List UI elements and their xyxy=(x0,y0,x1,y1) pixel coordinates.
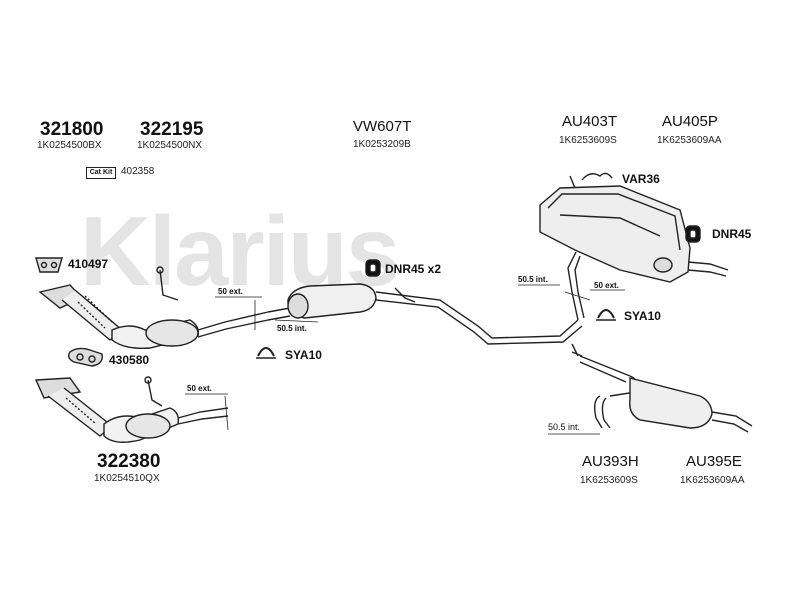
part-number-sya10-left[interactable]: SYA10 xyxy=(285,348,322,362)
oe-ref-au395e: 1K6253609AA xyxy=(680,475,745,486)
part-number-410497[interactable]: 410497 xyxy=(68,257,109,271)
rear-silencer-au403t-drawing[interactable] xyxy=(539,175,729,321)
dimension-lines xyxy=(185,284,625,435)
dnr45-mount-right-drawing[interactable] xyxy=(685,225,701,243)
dimension-505-int-right: 50.5 int. xyxy=(518,275,548,284)
part-number-321800[interactable]: 321800 xyxy=(40,119,104,140)
part-number-dnr45-x2[interactable]: DNR45 x2 xyxy=(385,262,442,276)
part-number-var36[interactable]: VAR36 xyxy=(622,172,660,186)
part-number-322380[interactable]: 322380 xyxy=(97,451,161,472)
oe-ref-322380: 1K0254510QX xyxy=(94,473,160,484)
part-number-430580[interactable]: 430580 xyxy=(109,353,150,367)
part-number-au405p[interactable]: AU405P xyxy=(662,113,718,130)
sya10-clamp-left-drawing[interactable] xyxy=(256,347,276,359)
part-number-au403t[interactable]: AU403T xyxy=(562,113,618,130)
brand-watermark: Klarius xyxy=(80,196,400,306)
rear-silencer-au393h-drawing[interactable] xyxy=(571,343,753,433)
oe-ref-322195: 1K0254500NX xyxy=(137,140,203,151)
part-number-402358[interactable]: 402358 xyxy=(121,166,155,177)
oe-ref-au405p: 1K6253609AA xyxy=(657,135,722,146)
catalytic-converter-lower-drawing[interactable] xyxy=(34,376,229,443)
dimension-50-ext-top: 50 ext. xyxy=(218,287,243,296)
oe-ref-321800: 1K0254500BX xyxy=(37,140,102,151)
oe-ref-au403t: 1K6253609S xyxy=(559,135,617,146)
dimension-505-int-lower: 50.5 int. xyxy=(548,422,581,432)
dnr45-mount-x2-drawing[interactable] xyxy=(365,259,381,277)
middle-silencer-drawing[interactable] xyxy=(267,283,583,345)
gasket-410497-drawing[interactable] xyxy=(35,257,63,273)
part-number-dnr45-right[interactable]: DNR45 xyxy=(712,227,752,241)
part-number-au395e[interactable]: AU395E xyxy=(686,453,742,470)
catalytic-converter-upper-drawing[interactable] xyxy=(111,311,269,350)
cat-kit-badge: Cat Kit xyxy=(86,167,116,179)
var36-clamp-drawing[interactable] xyxy=(581,172,613,181)
dimension-50-ext-lower: 50 ext. xyxy=(187,384,212,393)
part-number-322195[interactable]: 322195 xyxy=(140,119,204,140)
gasket-430580-drawing[interactable] xyxy=(67,347,103,367)
oxygen-sensor-upper-drawing xyxy=(156,266,179,301)
dimension-505-int-mid: 50.5 int. xyxy=(277,324,307,333)
part-number-vw607t[interactable]: VW607T xyxy=(353,118,412,135)
sya10-clamp-right-drawing[interactable] xyxy=(596,309,616,321)
oe-ref-au393h: 1K6253609S xyxy=(580,475,638,486)
part-number-au393h[interactable]: AU393H xyxy=(582,453,639,470)
oe-ref-vw607t: 1K0253209B xyxy=(353,139,411,150)
dimension-50-ext-right: 50 ext. xyxy=(594,281,619,290)
part-number-sya10-right[interactable]: SYA10 xyxy=(624,309,661,323)
downpipe-upper-drawing[interactable] xyxy=(38,284,124,341)
